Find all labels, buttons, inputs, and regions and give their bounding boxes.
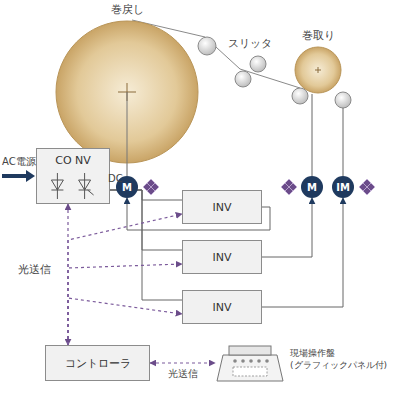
roll-circle <box>295 47 341 93</box>
process-box: INV <box>182 240 262 274</box>
roll-label: 巻戻し <box>111 2 144 17</box>
drive-roller <box>335 92 351 108</box>
roll-drawing <box>294 46 342 94</box>
optical-link <box>68 298 182 345</box>
power-line <box>110 190 182 300</box>
roll: 巻戻し <box>55 20 199 164</box>
power-arrow <box>2 174 27 178</box>
power-line <box>262 198 343 307</box>
motor-circle: M <box>301 176 323 198</box>
converter-box: CO NV <box>36 148 110 204</box>
motor-label: IM <box>336 182 350 193</box>
power-line <box>262 198 312 257</box>
console-drawing <box>215 343 285 383</box>
panel-label: 現場操作盤 (グラフィックパネル付) <box>290 348 400 371</box>
edge-label: 光送信 <box>167 367 199 381</box>
symbol-lead <box>84 173 85 199</box>
roll: 巻取り <box>294 46 342 94</box>
power-line <box>312 94 313 176</box>
motor-label: M <box>307 182 317 193</box>
graphic-panel <box>233 367 267 376</box>
guide-roller <box>198 37 216 55</box>
console-top <box>229 346 271 355</box>
box-label: INV <box>213 251 232 264</box>
box-label: INV <box>213 201 232 214</box>
optical-link <box>68 214 182 345</box>
roll-circle <box>56 21 198 163</box>
gate-lead <box>88 190 94 195</box>
symbol-lead <box>57 173 58 199</box>
console-button <box>249 359 253 363</box>
thyristor-symbol <box>79 180 91 190</box>
motor-circle: IM <box>332 176 354 198</box>
touch-roller <box>292 88 308 104</box>
box-label: CO NV <box>37 154 109 167</box>
text-label: AC電源 <box>2 155 36 169</box>
process-box: INV <box>182 290 262 324</box>
optical-link <box>150 362 215 363</box>
power-line <box>110 190 182 250</box>
symbol-bar <box>51 190 63 191</box>
box-label: コントローラ <box>65 356 131 371</box>
text-label: DC <box>108 173 123 184</box>
slitter-roller <box>235 71 251 87</box>
text-label: スリッタ <box>228 36 272 51</box>
console-button <box>257 359 261 363</box>
power-arrowhead <box>26 170 35 182</box>
operation-panel: 現場操作盤 (グラフィックパネル付) <box>215 343 285 383</box>
text-label: 光送信 <box>18 262 51 277</box>
console-button <box>241 359 245 363</box>
power-line <box>127 164 128 176</box>
optical-link <box>67 204 68 345</box>
motor-label: M <box>122 182 132 193</box>
diode-symbol <box>51 180 63 190</box>
shaft-line <box>127 92 128 164</box>
process-box: INV <box>182 190 262 224</box>
box-label: INV <box>213 301 232 314</box>
process-box: コントローラ <box>45 345 150 381</box>
roll-drawing <box>55 20 199 164</box>
slitter-roller <box>250 56 266 72</box>
console-button <box>265 359 269 363</box>
roll-label: 巻取り <box>302 28 335 43</box>
console-button <box>233 359 237 363</box>
shaft-line <box>343 108 344 176</box>
center-mark <box>315 67 321 73</box>
optical-link <box>68 264 182 345</box>
console-body <box>217 355 283 381</box>
